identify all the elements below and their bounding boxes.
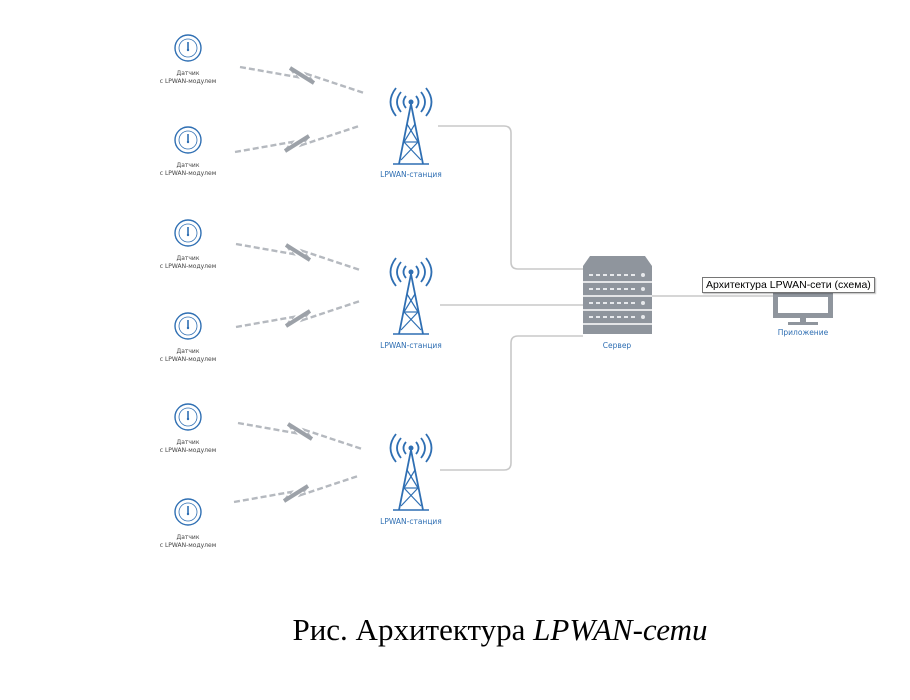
sensor-5 [174,403,202,431]
gauge-icon [174,219,202,247]
caption-prefix: Рис. Архитектура [292,612,534,647]
station-label-1: LPWAN-станция [380,170,442,179]
gauge-icon [174,34,202,62]
server-icon [583,256,652,334]
sensor-4 [174,312,202,340]
tower-icon [389,433,433,511]
sensor-3 [174,219,202,247]
station-label-3: LPWAN-станция [380,517,442,526]
gauge-icon [174,312,202,340]
radio-signal-2 [233,124,361,154]
link-lines [438,125,773,471]
station-label-2: LPWAN-станция [380,341,442,350]
radio-signal-1 [238,65,366,95]
monitor-icon [773,292,833,325]
gauge-icon [174,498,202,526]
lpwan-station-1 [389,87,433,165]
radio-signal-6 [232,474,360,504]
tooltip: Архитектура LPWAN-сети (схема) [702,277,875,293]
radio-signal-3 [234,242,362,272]
lpwan-diagram [174,34,833,526]
gauge-icon [174,126,202,154]
lpwan-station-3 [389,433,433,511]
sensor-2 [174,126,202,154]
radio-signal-5 [236,421,364,451]
lpwan-station-2 [389,257,433,335]
app-label: Приложение [777,328,829,337]
gauge-icon [174,403,202,431]
figure-caption: Рис. Архитектура LPWAN-сети [0,612,910,648]
caption-emphasis: LPWAN-сети [533,612,708,647]
tower-icon [389,257,433,335]
server-label: Сервер [602,341,632,350]
radio-signal-4 [234,299,362,329]
tower-icon [389,87,433,165]
sensor-6 [174,498,202,526]
sensor-1 [174,34,202,62]
